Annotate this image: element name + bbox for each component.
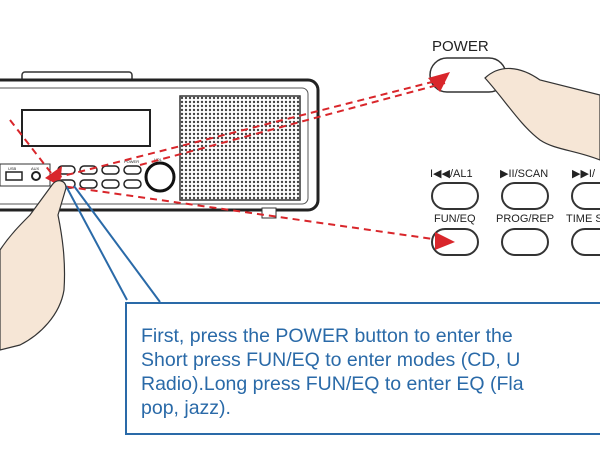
radio-foot xyxy=(261,207,277,219)
volume-knob xyxy=(144,161,176,193)
aux-label: AUX xyxy=(31,166,40,171)
arrow-lines xyxy=(9,79,446,241)
radio-power-label: POWER xyxy=(124,159,139,164)
usb-port xyxy=(5,171,23,181)
usb-label: USB xyxy=(8,166,17,171)
svg-text:▶▶I/: ▶▶I/ xyxy=(572,168,596,180)
speaker-grille xyxy=(179,95,301,201)
instruction-line: First, press the POWER button to enter t… xyxy=(141,325,513,347)
svg-text:PROG/REP: PROG/REP xyxy=(496,213,554,225)
aux-port xyxy=(31,171,41,181)
radio-display xyxy=(21,109,151,147)
vol-label: VOL xyxy=(154,157,163,162)
instruction-callout: First, press the POWER button to enter t… xyxy=(125,302,600,435)
svg-text:FUN/EQ: FUN/EQ xyxy=(434,213,476,225)
instruction-line: Radio).Long press FUN/EQ to enter EQ (Fl… xyxy=(141,373,524,395)
instruction-text: First, press the POWER button to enter t… xyxy=(141,324,524,420)
svg-text:TIME S: TIME S xyxy=(566,213,600,225)
hand-pressing-fun-eq xyxy=(0,180,67,351)
instruction-line: Short press FUN/EQ to enter modes (CD, U xyxy=(141,349,521,371)
power-label: POWER xyxy=(432,38,489,55)
svg-text:I◀◀/AL1: I◀◀/AL1 xyxy=(430,168,473,180)
arrowhead-power xyxy=(428,72,450,92)
hand-pressing-power xyxy=(484,67,600,161)
svg-text:▶II/SCAN: ▶II/SCAN xyxy=(500,168,548,180)
callout-pointer xyxy=(65,185,161,303)
panel-buttons-detail: I◀◀/AL1 ▶II/SCAN ▶▶I/ FUN/EQ PROG/REP TI… xyxy=(430,168,600,256)
radio-illustration: USB AUX POWER VOL xyxy=(0,71,320,219)
instruction-line: pop, jazz). xyxy=(141,397,231,419)
arrowhead-fun-eq xyxy=(435,232,455,250)
